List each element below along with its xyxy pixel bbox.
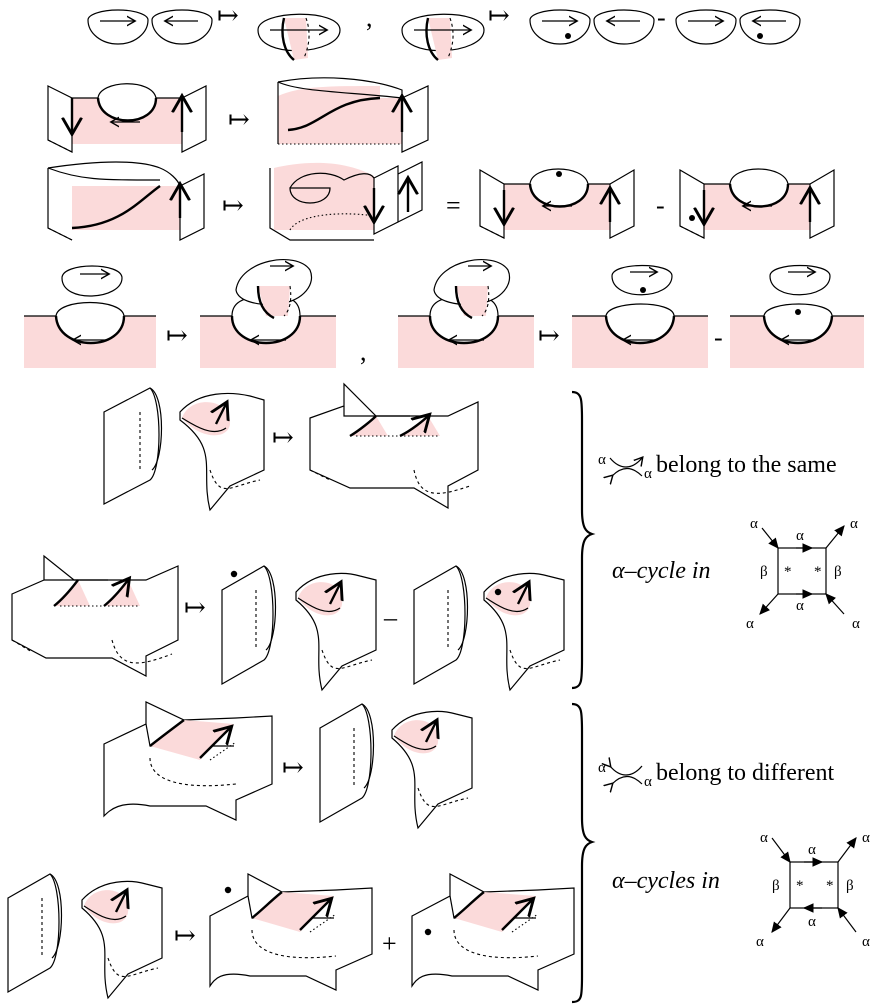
maps-to-7: ↦: [272, 423, 294, 452]
crossing-glyph-different: α α: [598, 760, 652, 790]
square-graph-different: α α α β β * * α α α: [756, 830, 870, 950]
merged-bowl-1: [258, 14, 340, 60]
merged-8a: [210, 874, 372, 990]
sheet-6b: [296, 573, 376, 690]
maps-to-9: ↦: [282, 753, 304, 782]
maps-to-4: ↦: [222, 191, 244, 220]
svg-text:α: α: [644, 774, 652, 790]
different-cycle-in: α–cycles in: [612, 868, 720, 894]
comma-1: ,: [366, 3, 373, 32]
svg-text:β: β: [834, 564, 842, 580]
brace-same: [572, 392, 592, 688]
row-6: ↦ –: [12, 556, 564, 690]
svg-text:α: α: [756, 934, 764, 950]
sheet-5b: [180, 393, 264, 510]
maps-to-6: ↦: [538, 321, 560, 350]
maps-to-5: ↦: [166, 321, 188, 350]
bowl-d: [594, 10, 654, 44]
merged-5: [310, 384, 478, 508]
svg-text:α: α: [796, 598, 804, 614]
plane-1: [24, 266, 156, 368]
svg-text:α: α: [598, 452, 606, 468]
plane-4: [572, 266, 708, 369]
sheet-5a: [104, 388, 162, 504]
row-7: ↦: [104, 702, 472, 828]
band-4: [270, 162, 422, 240]
svg-text:*: *: [826, 878, 834, 894]
maps-to-1: ↦: [217, 1, 239, 30]
minus-3: -: [714, 323, 723, 352]
comma-2: ,: [360, 337, 367, 366]
svg-text:*: *: [814, 564, 822, 580]
plane-3: [398, 260, 534, 368]
band-2: [278, 78, 428, 152]
different-cycle-text: belong to different: [656, 760, 835, 786]
bowl-a: [88, 10, 148, 44]
equals: =: [446, 191, 461, 220]
row-2: ↦: [48, 78, 428, 152]
svg-text:*: *: [784, 564, 792, 580]
svg-text:α: α: [808, 842, 816, 858]
maps-to-8: ↦: [184, 593, 206, 622]
svg-text:α: α: [808, 914, 816, 930]
sheet-6d: [484, 573, 564, 690]
band-5: [480, 169, 634, 238]
plane-5: [730, 266, 864, 369]
row-4: ↦ , ↦ -: [24, 260, 864, 368]
svg-text:α: α: [598, 760, 606, 776]
svg-text:β: β: [760, 564, 768, 580]
square-graph-same: α α α β β * * α α α: [746, 516, 860, 632]
row-8: ↦ +: [8, 874, 574, 998]
svg-text:β: β: [772, 878, 780, 894]
bowl-c: [530, 10, 590, 44]
svg-text:*: *: [796, 878, 804, 894]
sheet-8a: [8, 874, 62, 992]
merged-7: [104, 702, 272, 820]
merged-6: [12, 556, 178, 676]
row-5: ↦: [104, 384, 478, 510]
crossing-glyph-same: α α: [598, 452, 652, 482]
bowl-b: [152, 10, 212, 44]
svg-text:α: α: [852, 616, 860, 632]
svg-text:α: α: [862, 830, 870, 846]
sheet-6c: [414, 566, 468, 684]
brace-different: [572, 704, 592, 1002]
sheet-7a: [320, 704, 374, 822]
svg-text:β: β: [846, 878, 854, 894]
merged-bowl-2: [402, 14, 484, 60]
plane-2: [200, 260, 336, 368]
band-1: [48, 84, 206, 152]
maps-to-3: ↦: [228, 105, 250, 134]
same-cycle-text: belong to the same: [656, 452, 837, 478]
svg-text:α: α: [746, 616, 754, 632]
svg-text:α: α: [750, 516, 758, 532]
band-3: [48, 162, 204, 240]
sheet-6a: [222, 566, 276, 684]
plus: +: [382, 929, 397, 958]
merged-8b: [412, 874, 574, 990]
svg-text:α: α: [760, 830, 768, 846]
maps-to-2: ↦: [488, 1, 510, 30]
band-6: [680, 169, 834, 238]
same-cycle-in: α–cycle in: [612, 558, 711, 584]
minus-1: -: [657, 3, 666, 32]
row-3: ↦ = -: [48, 162, 834, 240]
svg-text:α: α: [644, 466, 652, 482]
svg-text:α: α: [862, 934, 870, 950]
long-minus: –: [383, 603, 398, 632]
row-1: ↦ , ↦ -: [88, 1, 800, 60]
bowl-f: [740, 10, 800, 44]
maps-to-10: ↦: [174, 921, 196, 950]
svg-text:α: α: [850, 516, 858, 532]
sheet-7b: [392, 711, 472, 828]
bowl-e: [676, 10, 736, 44]
svg-text:α: α: [796, 528, 804, 544]
sheet-8b: [82, 881, 162, 998]
minus-2: -: [656, 191, 665, 220]
